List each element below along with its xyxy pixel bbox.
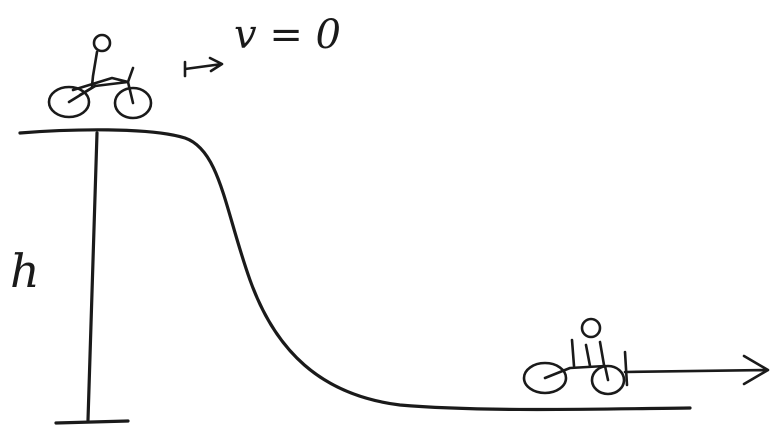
height-label: h (10, 244, 40, 298)
bottom-velocity-arrow (623, 354, 770, 386)
velocity-label: v = 0 (234, 12, 341, 58)
top-velocity-arrow (183, 56, 224, 78)
height-line (86, 131, 99, 422)
bottom-bicycle-icon (522, 317, 629, 396)
top-bicycle-icon (47, 33, 153, 120)
hill-curve (18, 128, 692, 412)
base-tick (54, 419, 130, 425)
